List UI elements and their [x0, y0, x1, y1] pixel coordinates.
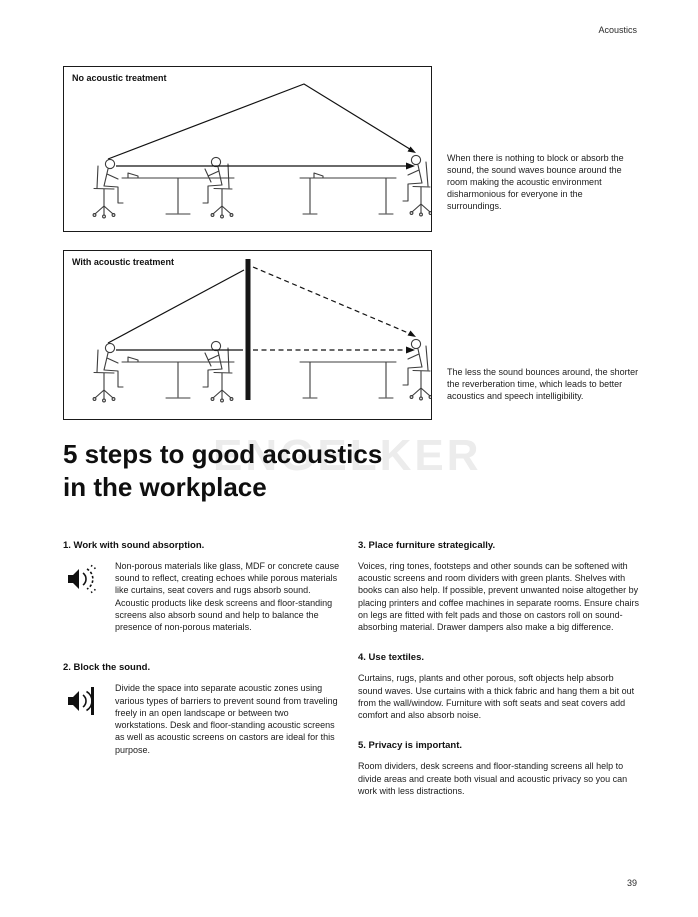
step-3-title: 3. Place furniture strategically. [358, 540, 496, 551]
step-1-body: Non-porous materials like glass, MDF or … [115, 561, 340, 633]
page-title-line1: 5 steps to good acoustics [63, 439, 383, 469]
step-5-title: 5. Privacy is important. [358, 740, 463, 752]
step-5-body: Room dividers, desk screens and floor-st… [358, 761, 628, 796]
step-1: 1. Work with sound absorption. Non-porou… [63, 540, 341, 633]
step-2-title: 2. Block the sound. [63, 662, 151, 674]
step-4-body: Curtains, rugs, plants and other porous,… [358, 673, 635, 721]
step-4: 4. Use textiles. Curtains, rugs, plants … [358, 652, 639, 721]
figure-1-caption: When there is nothing to block or absorb… [447, 153, 624, 212]
step-3-body: Voices, ring tones, footsteps and other … [358, 561, 639, 633]
steps-column-left: 1. Work with sound absorption. Non-porou… [63, 540, 341, 785]
sound-wave-arrows [107, 266, 414, 351]
page-title-line2: in the workplace [63, 472, 267, 503]
step-1-title: 1. Work with sound absorption. [63, 540, 205, 551]
step-2-body: Divide the space into separate acoustic … [115, 683, 338, 755]
steps-column-right: 3. Place furniture strategically. Voices… [358, 540, 639, 816]
step-2: 2. Block the sound. Divide the space int… [63, 662, 341, 755]
figure-no-acoustic-treatment: No acoustic treatment [63, 66, 432, 232]
step-4-title: 4. Use textiles. [358, 652, 425, 664]
office-scene-with-screen-illustration [92, 259, 431, 403]
step-5: 5. Privacy is important. Room dividers, … [358, 740, 639, 797]
figure-2-label: With acoustic treatment [72, 257, 178, 267]
page-number: 39 [626, 878, 637, 888]
acoustic-screen [245, 259, 251, 400]
watermark: ENGELKER [213, 431, 482, 480]
sound-wave-arrows [107, 83, 414, 167]
figure-1-label: No acoustic treatment [72, 73, 171, 83]
step-3: 3. Place furniture strategically. Voices… [358, 540, 639, 633]
figure-2-caption: The less the sound bounces around, the s… [447, 367, 639, 402]
sound-absorption-icon [63, 560, 99, 633]
sound-block-icon [63, 682, 99, 755]
running-header: Acoustics [598, 25, 637, 35]
office-scene-illustration [92, 83, 431, 219]
figure-with-acoustic-treatment: With acoustic treatment [63, 250, 432, 420]
